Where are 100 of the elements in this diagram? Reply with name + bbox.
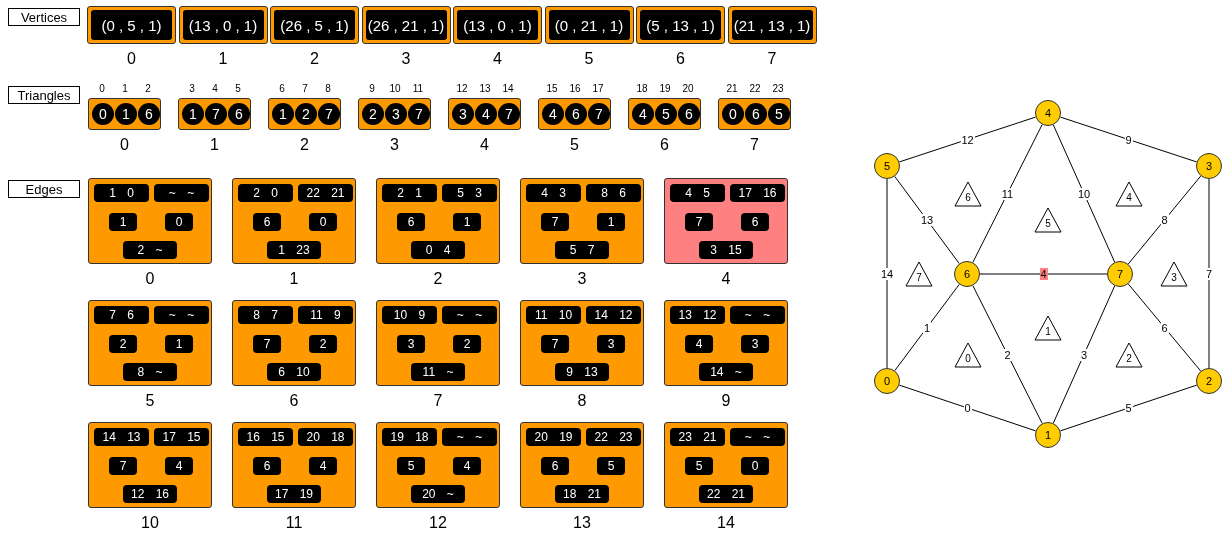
index-label: 23 (772, 83, 784, 94)
index-pill: 8 ~ (123, 363, 177, 381)
vertex-card: (21 , 13 , 1) (727, 6, 817, 44)
index-label: 21 (726, 83, 738, 94)
edge-label: 6 (1160, 321, 1169, 334)
vertex-card: (26 , 5 , 1) (270, 6, 359, 44)
edge-label: 5 (1124, 402, 1133, 414)
index-label: 6 (660, 136, 669, 154)
index-label: 1 (218, 50, 228, 68)
mesh-edge (972, 285, 1043, 424)
index-pill: 23 21 (670, 428, 725, 446)
index-pill: 0 (165, 213, 193, 231)
edge-label: 3 (1079, 348, 1089, 361)
index-pill: 2 ~ (123, 241, 177, 259)
index-pill: 17 16 (730, 184, 785, 202)
mesh-edge (1052, 124, 1116, 263)
edge-card (664, 300, 788, 386)
vertex-card: (5 , 13 , 1) (636, 6, 725, 44)
mesh-edge (1059, 116, 1198, 163)
edge-label: 10 (1076, 187, 1092, 200)
edge-label: 8 (1160, 214, 1169, 226)
index-circle: 6 (228, 103, 250, 125)
index-circle: 7 (318, 103, 340, 125)
index-pill: 3 15 (699, 241, 753, 259)
index-pill: 12 16 (123, 485, 177, 503)
index-circle: 5 (655, 103, 677, 125)
index-label: 11 (285, 514, 303, 532)
index-pill: 14 12 (586, 306, 641, 324)
index-pill: 4 5 (670, 184, 725, 202)
edge-card (520, 178, 644, 264)
index-pill: 16 15 (238, 428, 293, 446)
index-label: 14 (717, 514, 735, 532)
index-pill: 3 (397, 335, 425, 353)
index-label: 10 (141, 514, 159, 532)
index-circle: 1 (272, 103, 294, 125)
edge-card (376, 300, 500, 386)
section-label: Triangles (8, 86, 80, 104)
index-label: 6 (279, 83, 285, 94)
index-pill: 5 (597, 457, 625, 475)
triangle-marker: 3 (1160, 261, 1188, 287)
index-circle: 6 (138, 103, 160, 125)
index-circle: 7 (498, 103, 520, 125)
index-label: 4 (212, 83, 218, 94)
index-circle: 7 (205, 103, 227, 125)
index-label: 1 (122, 83, 128, 94)
index-circle: 6 (745, 103, 767, 125)
vertex-circle: 5 (874, 153, 900, 179)
vertex-circle: 0 (874, 368, 900, 394)
index-pill: 6 (253, 213, 281, 231)
index-label: 7 (433, 392, 443, 410)
edge-card (664, 178, 788, 264)
index-pill: ~ ~ (154, 184, 209, 202)
edge-card (520, 300, 644, 386)
edge-label: 1 (922, 321, 932, 334)
index-label: 12 (429, 514, 447, 532)
index-pill: 2 (309, 335, 337, 353)
index-pill: 1 (109, 213, 137, 231)
vertex-card: (13 , 0 , 1) (178, 6, 268, 44)
index-pill: 3 (741, 335, 769, 353)
edge-label: 0 (963, 402, 972, 414)
index-pill: 1 (165, 335, 193, 353)
index-label: 3 (189, 83, 195, 94)
edge-label: 12 (960, 133, 975, 146)
edge-label: 11 (1000, 187, 1015, 200)
index-pill: 7 6 (94, 306, 149, 324)
triangle-marker: 2 (1115, 342, 1143, 368)
triangle-card (178, 98, 251, 130)
vertex-card: (0 , 21 , 1) (544, 6, 634, 44)
vertex-circle: 7 (1107, 261, 1133, 287)
edge-card (88, 300, 212, 386)
mesh-edge (1059, 384, 1198, 432)
triangle-card (628, 98, 701, 130)
index-label: 2 (300, 136, 309, 154)
index-circle: 5 (768, 103, 790, 125)
edge-card (88, 422, 212, 508)
index-label: 9 (721, 392, 731, 410)
edge-label: 14 (879, 267, 895, 280)
index-circle: 7 (588, 103, 610, 125)
index-pill: 22 23 (586, 428, 641, 446)
edge-card (88, 178, 212, 264)
index-label: 11 (412, 83, 424, 94)
edge-card (376, 422, 500, 508)
triangle-marker: 4 (1115, 181, 1143, 207)
index-label: 6 (289, 392, 299, 410)
index-circle: 2 (362, 103, 384, 125)
index-label: 4 (721, 270, 731, 288)
index-label: 8 (577, 392, 587, 410)
mesh-edge (894, 175, 960, 265)
index-circle: 4 (475, 103, 497, 125)
index-label: 2 (310, 50, 319, 68)
index-circle: 4 (542, 103, 564, 125)
vertex-circle: 6 (954, 261, 980, 287)
index-label: 16 (569, 83, 581, 94)
index-label: 0 (99, 83, 105, 94)
index-pill: 3 (597, 335, 625, 353)
index-label: 4 (493, 50, 502, 68)
index-circle: 1 (182, 103, 204, 125)
index-label: 9 (369, 83, 375, 94)
index-label: 5 (145, 392, 155, 410)
triangle-marker: 1 (1034, 315, 1062, 341)
